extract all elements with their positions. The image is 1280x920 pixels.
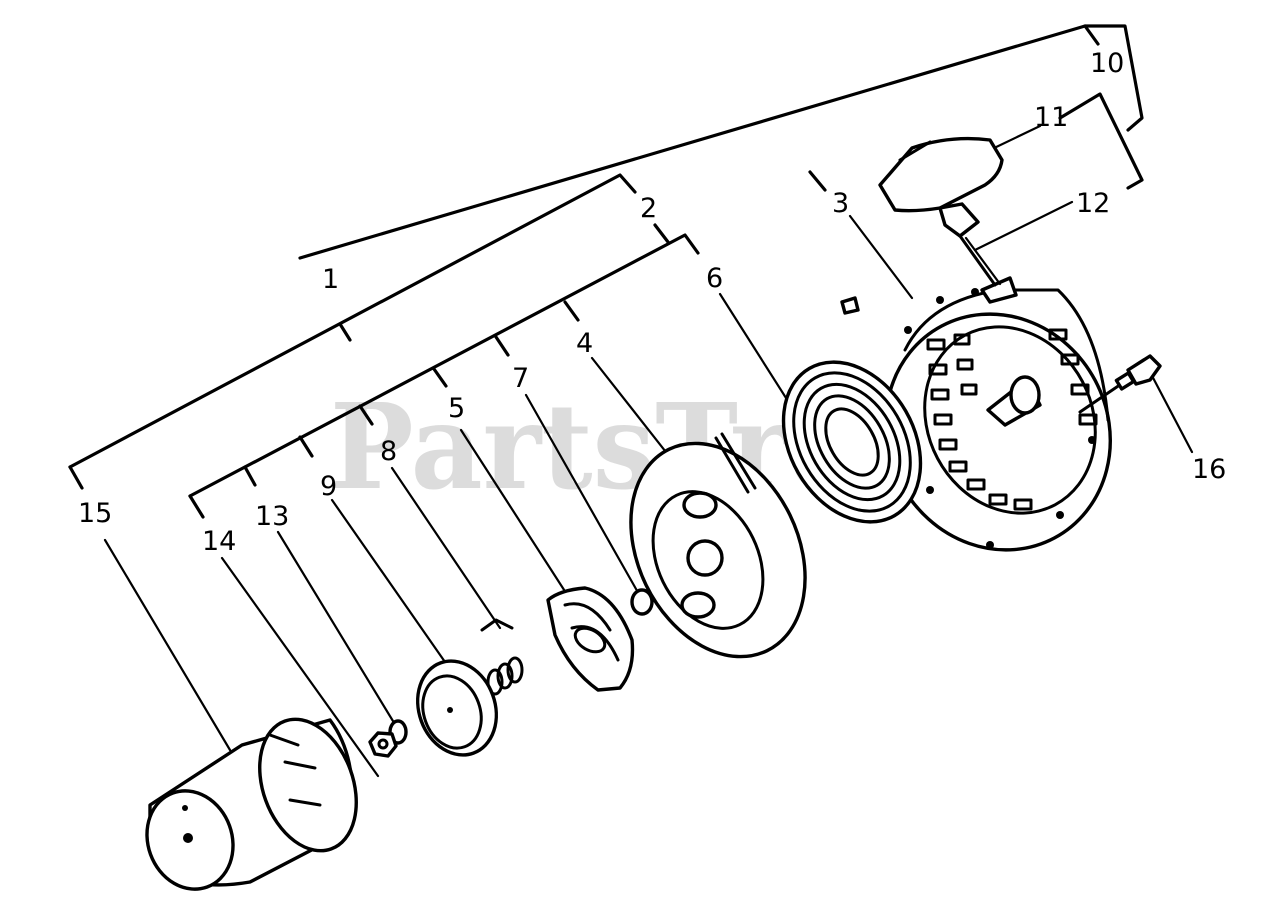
callout-1: 1 — [322, 264, 339, 295]
callout-7: 7 — [512, 363, 529, 394]
nut-part — [368, 731, 398, 758]
callout-6: 6 — [706, 263, 723, 294]
callout-labels: 1 2 3 4 5 6 7 8 9 10 11 12 13 14 15 16 — [78, 48, 1226, 557]
callout-2: 2 — [640, 193, 657, 224]
callout-15: 15 — [78, 498, 112, 529]
leader-lines — [103, 124, 1194, 778]
callout-5: 5 — [448, 393, 465, 424]
callout-11: 11 — [1034, 102, 1068, 133]
starter-cup-part — [145, 717, 358, 891]
starter-rope-part — [958, 234, 997, 287]
bracket-tick-1 — [338, 322, 352, 342]
pulley-part — [629, 432, 807, 659]
callout-10: 10 — [1090, 48, 1124, 79]
callout-3: 3 — [832, 188, 849, 219]
bolt-part — [1078, 354, 1162, 414]
callout-4: 4 — [576, 328, 593, 359]
starter-handle-part — [878, 136, 1004, 238]
callout-13: 13 — [255, 501, 289, 532]
recoil-spring-part — [781, 296, 923, 524]
pawl-plate-part — [546, 586, 635, 692]
callout-8: 8 — [380, 436, 397, 467]
bracket-lines — [68, 24, 1144, 519]
callout-9: 9 — [320, 471, 337, 502]
retaining-ring-part — [630, 588, 654, 616]
starter-housing-part — [884, 276, 1112, 552]
coil-spring-part — [486, 656, 524, 696]
cup-washer-part — [415, 659, 499, 757]
callout-14: 14 — [202, 526, 236, 557]
callout-12: 12 — [1076, 188, 1110, 219]
housing-vent-slots — [926, 328, 1098, 511]
callout-16: 16 — [1192, 454, 1226, 485]
spring-clip-part — [480, 618, 514, 632]
